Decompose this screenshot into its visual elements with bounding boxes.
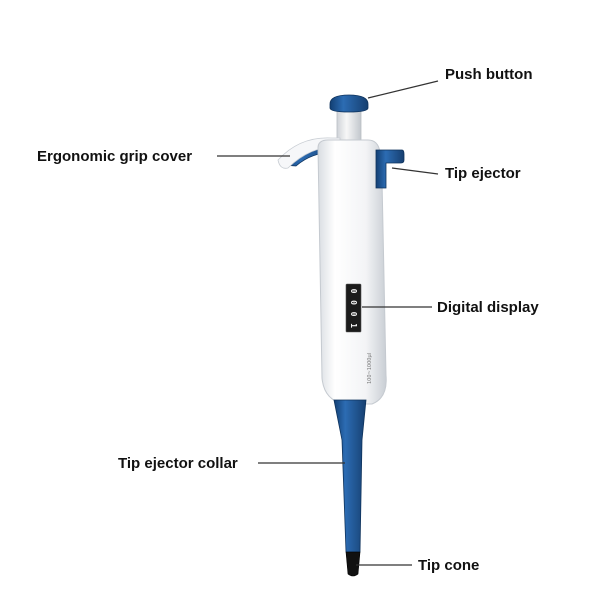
display-digit: 0 [349,312,358,317]
display-digits: 0 0 0 1 [349,289,358,329]
tip-ejector-label: Tip ejector [445,165,521,182]
digital-display-label: Digital display [437,299,539,316]
push-button-label: Push button [445,66,532,83]
tip-ejector-leader [391,167,439,175]
push-button-cap [329,94,369,113]
pipette-body [317,139,387,405]
ejector-collar [333,399,367,553]
volume-range-label: 100~1000µl [367,353,373,384]
push-button-leader [367,80,439,99]
tip-ejector-collar-label: Tip ejector collar [118,455,238,472]
display-digit: 0 [349,289,358,294]
tip-cone [345,551,361,577]
grip-cover-label: Ergonomic grip cover [37,148,192,165]
display-digit: 1 [349,323,358,328]
digital-display: 0 0 0 1 [345,283,362,333]
tip-cone-label: Tip cone [418,557,479,574]
display-digit: 0 [349,300,358,305]
tip-ejector [375,149,405,189]
